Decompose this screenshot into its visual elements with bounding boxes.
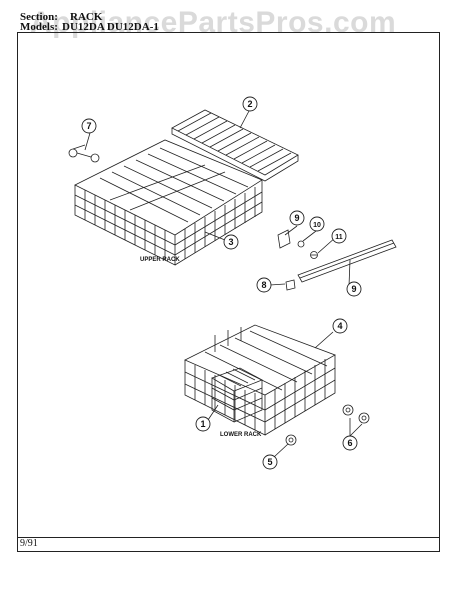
leader-9a bbox=[284, 225, 298, 236]
leader-7 bbox=[84, 132, 91, 151]
leader-10 bbox=[302, 230, 317, 242]
leader-3 bbox=[204, 231, 226, 241]
callout-10: 10 bbox=[313, 222, 321, 229]
part-3-upper-rack bbox=[74, 139, 263, 266]
callout-6: 6 bbox=[347, 438, 352, 448]
part-6-wheels bbox=[342, 404, 370, 424]
section-label: Section: bbox=[20, 11, 58, 23]
callout-8: 8 bbox=[261, 280, 266, 290]
callout-7: 7 bbox=[86, 121, 91, 131]
leader-5 bbox=[273, 443, 289, 458]
lower-rack-caption: LOWER RACK bbox=[220, 432, 262, 438]
part-9-clip bbox=[277, 229, 291, 249]
leader-2 bbox=[239, 110, 250, 129]
models-label: Models: bbox=[20, 21, 58, 33]
leader-9b bbox=[348, 259, 351, 287]
part-10-washer bbox=[297, 240, 305, 248]
callout-9-rail: 9 bbox=[351, 284, 356, 294]
callout-3: 3 bbox=[228, 237, 233, 247]
part-4-lower-rack bbox=[184, 324, 336, 436]
leader-8 bbox=[269, 283, 286, 286]
leader-6 bbox=[349, 418, 363, 437]
diagram-frame bbox=[17, 32, 440, 538]
part-5-wheel bbox=[285, 434, 297, 446]
leader-1 bbox=[207, 404, 219, 421]
callout-11: 11 bbox=[335, 234, 343, 241]
upper-rack-caption: UPPER RACK bbox=[140, 257, 180, 263]
part-1-silverware-basket bbox=[211, 367, 263, 423]
part-11-screw bbox=[310, 251, 318, 259]
revision-date: 9/91 bbox=[20, 538, 38, 549]
part-9-rail-track bbox=[297, 239, 397, 283]
part-7-roller-clips bbox=[68, 144, 100, 163]
callout-9-clip: 9 bbox=[294, 213, 299, 223]
section-value: RACK bbox=[70, 11, 103, 23]
callout-4: 4 bbox=[337, 321, 342, 331]
footer-strip bbox=[17, 536, 440, 552]
part-2-tine-shelf bbox=[171, 109, 299, 182]
watermark: AppliancePartsPros.com bbox=[30, 6, 397, 39]
callout-1: 1 bbox=[200, 419, 205, 429]
callout-2: 2 bbox=[247, 99, 252, 109]
part-8-stop bbox=[285, 279, 296, 291]
leader-4 bbox=[314, 331, 334, 349]
callout-5: 5 bbox=[267, 457, 272, 467]
models-value: DU12DA DU12DA-1 bbox=[62, 21, 159, 33]
